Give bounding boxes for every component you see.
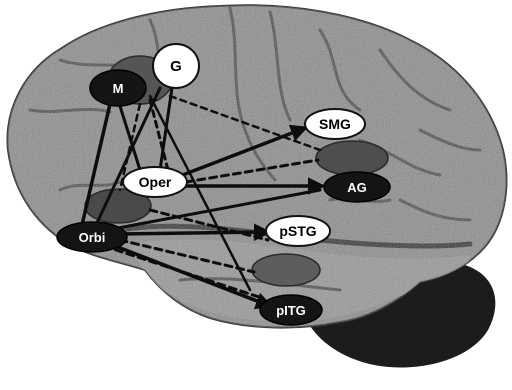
region-ag-label: AG <box>347 180 367 195</box>
region-pstg-node[interactable]: pSTG <box>266 216 330 246</box>
region-m-label: M <box>113 81 124 96</box>
region-oper-node[interactable]: Oper <box>123 167 187 197</box>
region-smg-label: SMG <box>319 116 351 132</box>
region-orbi-label: Orbi <box>79 230 106 245</box>
region-pitg-node[interactable]: pITG <box>260 295 322 325</box>
region-orbi-node[interactable]: Orbi <box>57 222 127 252</box>
region-pstg-label: pSTG <box>279 223 316 239</box>
region-g-label: G <box>170 58 182 75</box>
region-oper-label: Oper <box>139 174 172 190</box>
region-smg-node[interactable]: SMG <box>305 109 365 139</box>
region-pitg-label: pITG <box>276 303 306 318</box>
supramarginal-grey-region <box>316 141 388 175</box>
region-ag-node[interactable]: AG <box>324 172 390 202</box>
region-g-node[interactable]: G <box>153 44 199 88</box>
temporal-grey-region <box>252 254 320 286</box>
region-m-node[interactable]: M <box>90 70 146 106</box>
